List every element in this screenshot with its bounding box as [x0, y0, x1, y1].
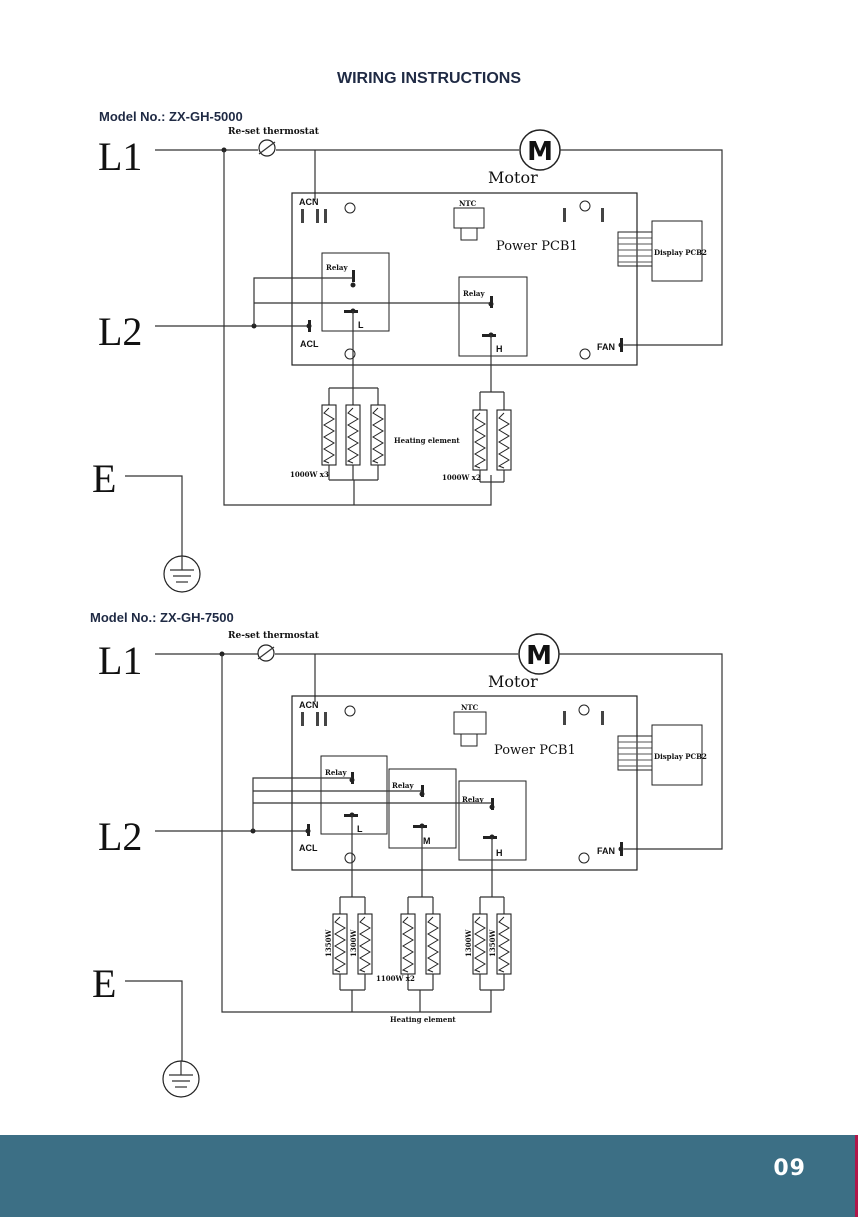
relay-m-label: Relay	[392, 781, 414, 790]
thermostat-label: Re-set thermostat	[228, 127, 320, 137]
thermostat-label: Re-set thermostat	[228, 631, 320, 641]
footer-bar	[0, 1135, 855, 1217]
relay-l-label: Relay	[325, 768, 347, 777]
earth-wire	[125, 475, 183, 556]
wiring-diagram-7500: L1 L2 E Re-set thermostat M Motor ACN NT…	[92, 631, 723, 1098]
display-pcb	[651, 220, 703, 282]
acl-label: ACL	[300, 339, 319, 349]
heating-element-icon	[357, 913, 373, 975]
relay-l-label: Relay	[326, 263, 348, 272]
ntc-label: NTC	[461, 703, 479, 712]
earth-wire	[125, 980, 183, 1061]
ntc-sensor	[453, 711, 487, 735]
power-label-1350w: 1350W	[324, 930, 333, 957]
h-terminal-label: H	[496, 344, 503, 354]
power-mid-label: 1100W x2	[376, 974, 415, 983]
heating-element-icon	[345, 404, 361, 466]
heating-element-icon	[321, 404, 337, 466]
footer-accent	[855, 1135, 858, 1217]
heating-element-icon	[400, 913, 416, 975]
power-left-label: 1000W x3	[290, 470, 329, 479]
m-terminal-label: M	[423, 836, 431, 846]
power-pcb-board	[291, 192, 638, 366]
wiring-diagram-5000: L1 L2 E Re-set thermostat M Motor ACN NT…	[92, 127, 723, 593]
model-number-7500: Model No.: ZX-GH-7500	[90, 610, 234, 625]
display-pcb-label: Display PCB2	[654, 752, 707, 761]
l-terminal-label: L	[357, 824, 363, 834]
fan-wire	[560, 149, 723, 346]
power-pcb-board	[291, 695, 638, 871]
acl-label: ACL	[299, 843, 318, 853]
ntc-sensor	[453, 207, 485, 229]
motor-symbol: M	[527, 137, 553, 167]
e-label: E	[92, 961, 116, 1006]
heating-element-icon	[472, 409, 488, 471]
h-terminal-label: H	[496, 848, 503, 858]
e-label: E	[92, 456, 116, 501]
page-title: WIRING INSTRUCTIONS	[337, 70, 521, 87]
heating-element-label: Heating element	[390, 1015, 456, 1024]
display-pcb-label: Display PCB2	[654, 248, 707, 257]
power-label-1300w: 1300W	[349, 930, 358, 957]
l-terminal-label: L	[358, 320, 364, 330]
heating-element-icon	[472, 913, 488, 975]
relay-h-label: Relay	[463, 289, 485, 298]
display-pcb	[651, 724, 703, 786]
l2-label: L2	[98, 309, 142, 354]
ntc-label: NTC	[459, 199, 477, 208]
relay-l-box	[321, 252, 390, 332]
heating-element-icon	[425, 913, 441, 975]
power-label-1300w: 1300W	[464, 930, 473, 957]
relay-h-box	[458, 276, 528, 357]
power-pcb-label: Power PCB1	[494, 743, 576, 758]
fan-label: FAN	[597, 342, 615, 352]
motor-symbol: M	[526, 641, 552, 671]
heating-element-icon	[496, 409, 512, 471]
model-number-5000: Model No.: ZX-GH-5000	[99, 109, 243, 124]
relay-h-label: Relay	[462, 795, 484, 804]
heating-element-icon	[370, 404, 386, 466]
power-label-1350w: 1350W	[488, 930, 497, 957]
motor-label: Motor	[488, 672, 538, 691]
fan-wire	[559, 653, 723, 850]
acn-label: ACN	[299, 700, 319, 710]
page-number: 09	[773, 1156, 806, 1181]
relay-l-box	[320, 755, 388, 835]
power-right-label: 1000W x2	[442, 473, 481, 482]
heating-element-icon	[332, 913, 348, 975]
motor-label: Motor	[488, 168, 538, 187]
l1-label: L1	[98, 638, 142, 683]
l2-label: L2	[98, 814, 142, 859]
fan-label: FAN	[597, 846, 615, 856]
power-pcb-label: Power PCB1	[496, 239, 578, 254]
heating-element-label: Heating element	[394, 436, 460, 445]
acn-label: ACN	[299, 197, 319, 207]
l1-label: L1	[98, 134, 142, 179]
heating-element-icon	[496, 913, 512, 975]
